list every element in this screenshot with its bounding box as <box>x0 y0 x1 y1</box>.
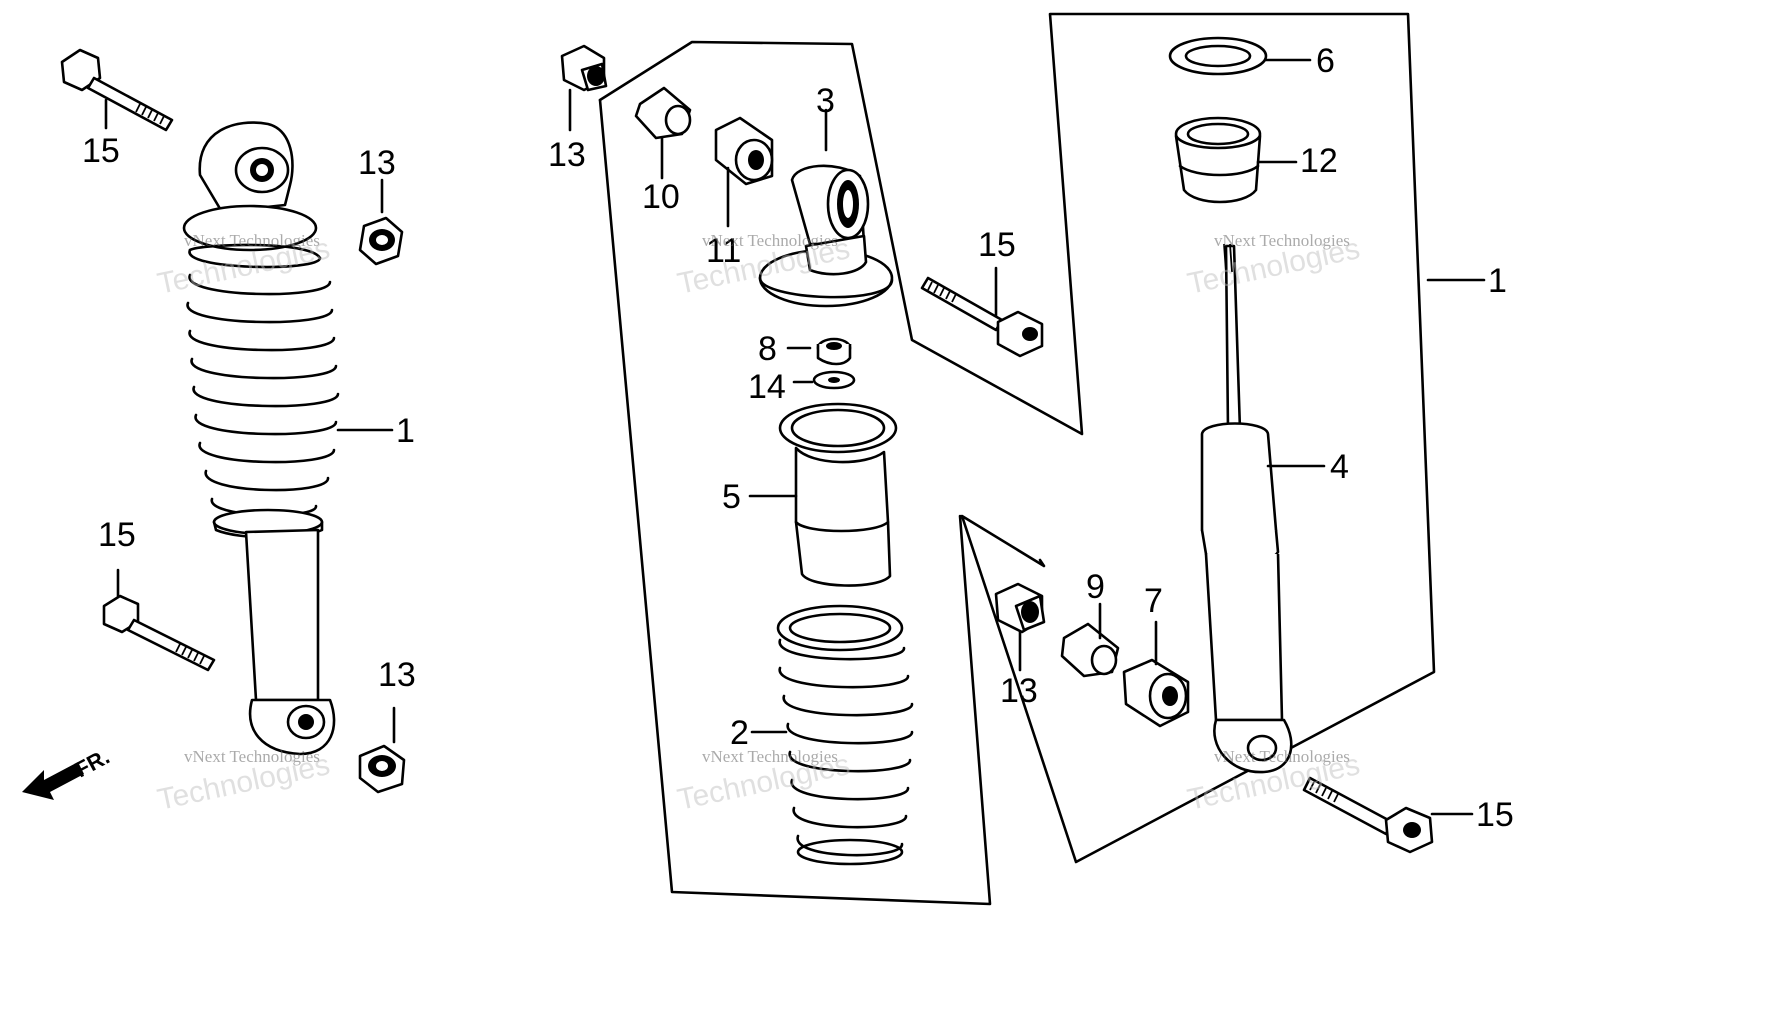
nut-bottom-left <box>358 706 406 794</box>
bushing-7 <box>1122 620 1190 728</box>
bolt-right-bottom <box>1302 776 1474 854</box>
callout-1-right: 1 <box>1488 262 1507 300</box>
bushing-11 <box>714 116 774 228</box>
nut-icon <box>358 216 404 266</box>
callout-labels: 15 13 1 15 13 13 10 11 3 8 14 5 2 15 13 … <box>82 42 1514 834</box>
callout-15-right: 15 <box>1476 796 1514 834</box>
callout-5: 5 <box>722 478 741 516</box>
spring-icon <box>186 243 340 517</box>
shock-absorber-assembly <box>182 121 394 756</box>
callout-2: 2 <box>730 714 749 752</box>
callout-13-top-middle: 13 <box>548 136 586 174</box>
bolt-icon <box>102 594 216 672</box>
spring-group-outline <box>598 12 1436 906</box>
nut-icon <box>560 44 608 92</box>
watermark-line: vNext Technologies <box>1214 747 1350 766</box>
bolt-icon <box>920 276 1044 358</box>
callout-6: 6 <box>1316 42 1335 80</box>
nut-icon <box>358 744 406 794</box>
bolt-mid-left <box>102 568 216 672</box>
dust-cover-5 <box>748 402 898 587</box>
nut-icon <box>816 337 852 366</box>
watermarks: vNext Technologies Technologies vNext Te… <box>155 231 1363 817</box>
collar-9 <box>1060 602 1120 678</box>
callout-12: 12 <box>1300 142 1338 180</box>
callout-13-middle-lower: 13 <box>1000 672 1038 710</box>
watermark-line: vNext Technologies <box>702 231 838 250</box>
collar-10 <box>634 86 692 180</box>
bump-stopper-12 <box>1174 116 1298 204</box>
nut-middle-lower <box>994 582 1046 672</box>
callout-14: 14 <box>748 368 786 406</box>
spring-2 <box>750 604 914 866</box>
callout-8: 8 <box>758 330 777 368</box>
nut-top-left <box>358 178 404 266</box>
callout-15-middle: 15 <box>978 226 1016 264</box>
callout-4: 4 <box>1330 448 1349 486</box>
callout-15-mid-left: 15 <box>98 516 136 554</box>
callout-13-bottom-left: 13 <box>378 656 416 694</box>
callout-9: 9 <box>1086 568 1105 606</box>
arrow-front-icon: FR. <box>22 744 114 800</box>
callout-11: 11 <box>706 232 741 270</box>
spring-icon <box>776 604 914 866</box>
callout-7: 7 <box>1144 582 1163 620</box>
callout-3: 3 <box>816 82 835 120</box>
watermark-line: vNext Technologies <box>184 747 320 766</box>
bolt-middle-top <box>920 266 1044 358</box>
washer-6 <box>1168 36 1312 76</box>
watermark-line: vNext Technologies <box>1214 231 1350 250</box>
shock-absorber-icon <box>1200 243 1326 774</box>
watermark-line: vNext Technologies <box>702 747 838 766</box>
washer-14 <box>792 370 856 390</box>
nut-icon <box>994 582 1046 634</box>
callout-15-top-left: 15 <box>82 132 120 170</box>
nut-top-middle <box>560 44 608 132</box>
bolt-icon <box>1302 776 1434 854</box>
nut-8 <box>786 337 852 366</box>
upper-mount-3 <box>758 108 894 308</box>
bolt-icon <box>60 48 174 132</box>
callout-13-top-left: 13 <box>358 144 396 182</box>
watermark-line: vNext Technologies <box>184 231 320 250</box>
callout-1-left: 1 <box>396 412 415 450</box>
bolt-top-left <box>60 48 174 132</box>
callout-10: 10 <box>642 178 680 216</box>
